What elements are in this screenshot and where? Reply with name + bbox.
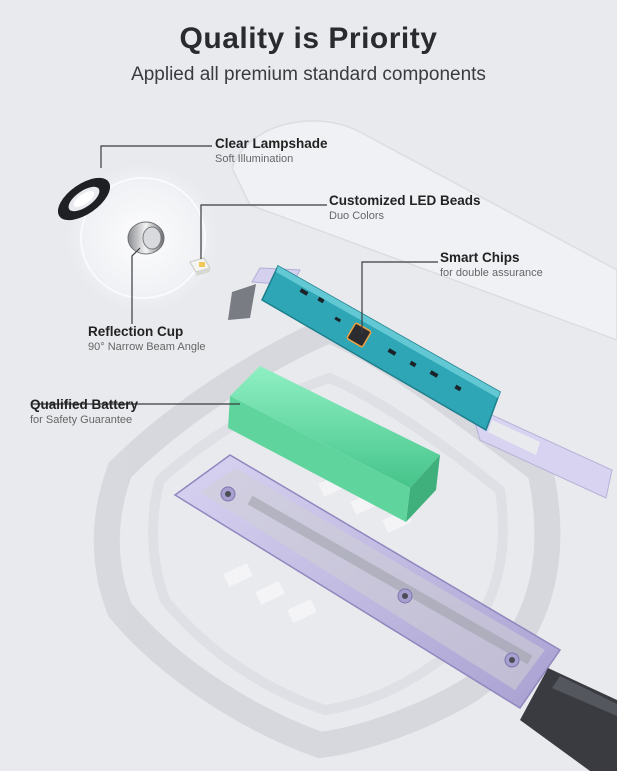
callout-reflection-cup: Reflection Cup 90° Narrow Beam Angle (88, 324, 206, 353)
lamp-handle (520, 668, 617, 771)
callout-reflection-cup-desc: 90° Narrow Beam Angle (88, 341, 206, 353)
lamp-head-outline (231, 120, 617, 341)
callout-smart-chips-name: Smart Chips (440, 250, 520, 265)
lampshade-lens (57, 177, 111, 221)
callout-lampshade-name: Clear Lampshade (215, 136, 328, 151)
callout-led-beads-desc: Duo Colors (329, 210, 385, 222)
callout-led-beads: Customized LED Beads Duo Colors (329, 193, 481, 222)
reflection-cup (127, 221, 165, 255)
callout-smart-chips: Smart Chips for double assurance (440, 250, 543, 279)
callout-battery: Qualified Battery for Safety Guarantee (30, 397, 138, 426)
battery (228, 366, 440, 522)
lamp-housing (173, 454, 562, 710)
led-bead (189, 257, 211, 276)
callout-battery-desc: for Safety Guarantee (30, 414, 133, 426)
page-subtitle: Applied all premium standard components (131, 64, 486, 85)
pcb-board (228, 264, 613, 499)
callout-led-beads-name: Customized LED Beads (329, 193, 481, 208)
callout-lampshade-desc: Soft Illumination (215, 153, 294, 165)
callout-smart-chips-desc: for double assurance (440, 267, 543, 279)
callout-lampshade: Clear Lampshade Soft Illumination (215, 136, 328, 165)
page-title: Quality is Priority (179, 22, 438, 55)
callout-reflection-cup-name: Reflection Cup (88, 324, 184, 339)
callout-leaders (32, 145, 438, 405)
callout-battery-name: Qualified Battery (30, 397, 139, 412)
